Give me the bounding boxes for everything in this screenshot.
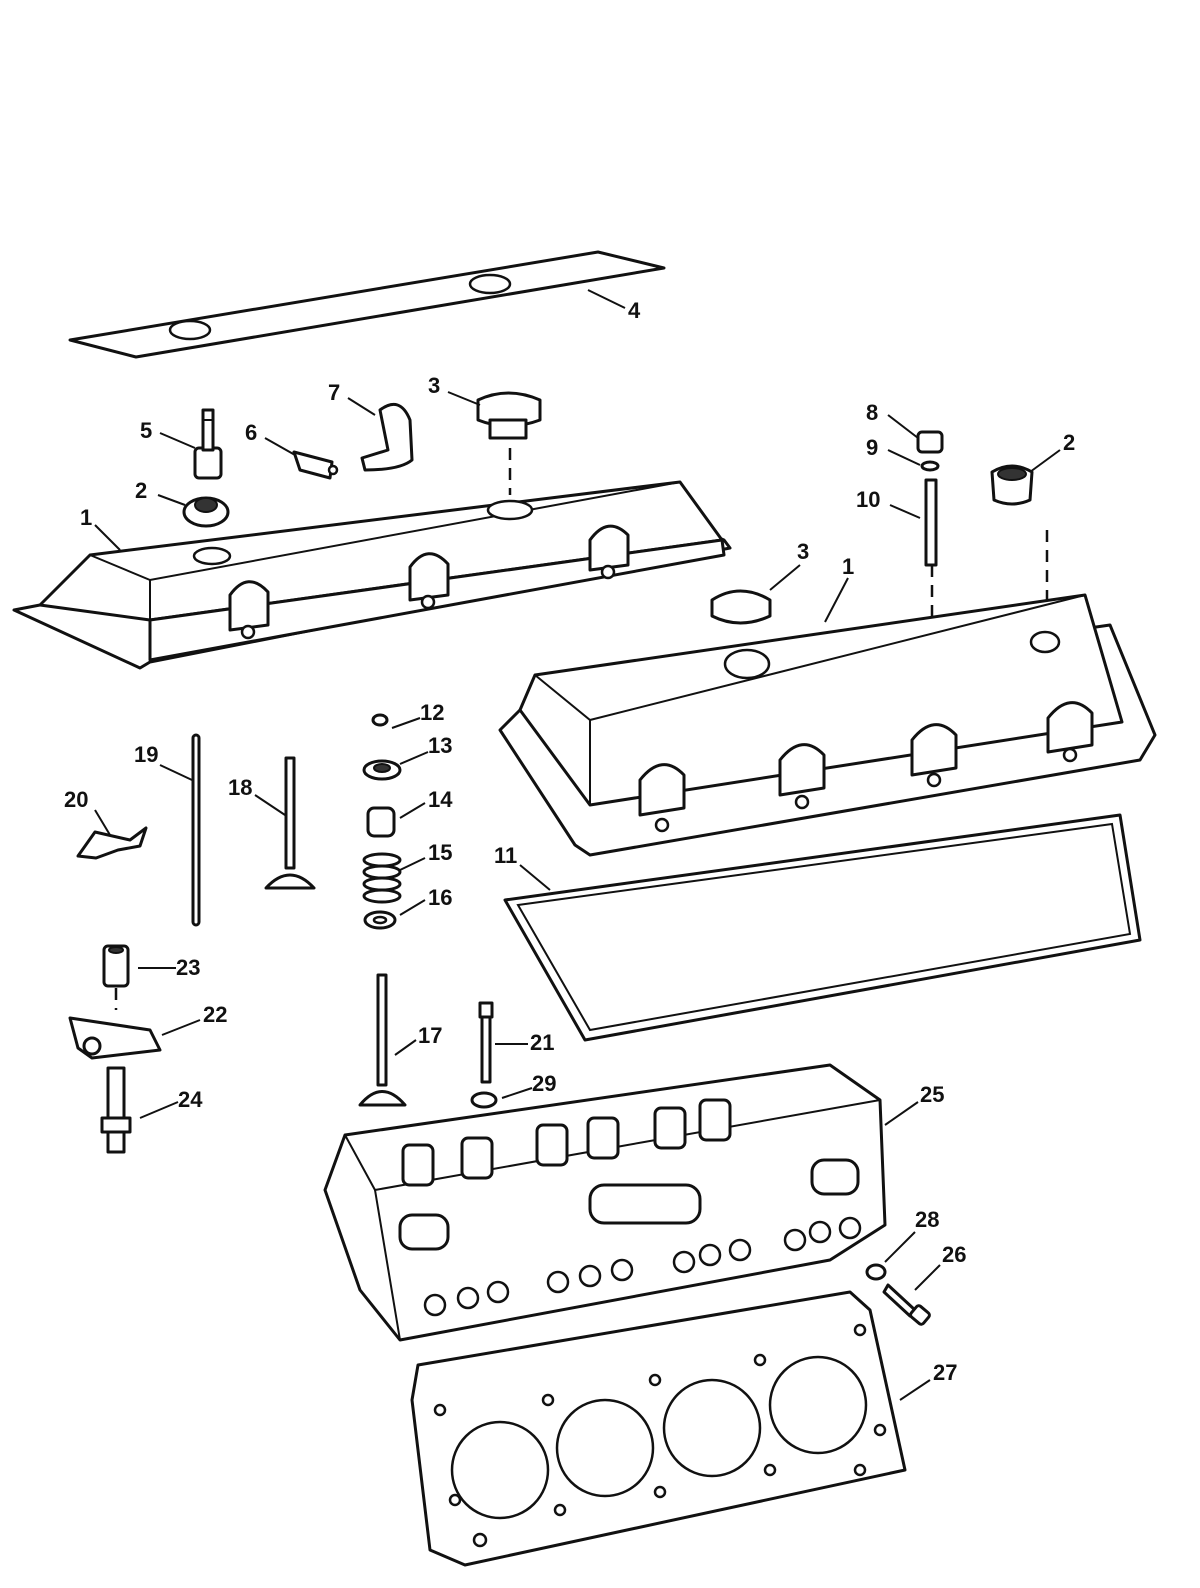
part-13-retainer [362,759,402,781]
callout-19: 19 [134,742,158,767]
part-22-rocker-arm [68,1016,162,1060]
part-4-gasket-strip [68,250,666,359]
part-2-grommet-right [990,464,1034,506]
valve-spring-stack [401,1098,732,1187]
part-28-washer [865,1263,887,1281]
part-21-head-bolt [478,1001,494,1084]
part-6-clip [292,450,339,480]
callout-1-left: 1 [80,505,92,530]
part-24-rocker-stud [100,1066,132,1154]
part-9-washer [920,460,940,472]
callout-13: 13 [428,733,452,758]
part-8-nut [916,430,944,454]
part-15-valve-spring [362,852,402,904]
part-14-seal [366,806,396,838]
callout-8: 8 [866,400,878,425]
part-16-spring-shim [363,910,397,930]
part-29-washer [470,1091,498,1109]
callout-20: 20 [64,787,88,812]
part-3-oil-cap-top [476,391,542,440]
callout-10: 10 [856,487,880,512]
part-1-valve-cover-right [498,593,1157,857]
part-17-valve [358,973,407,1107]
callout-5: 5 [140,418,152,443]
callout-3-upper: 3 [428,373,440,398]
callout-23: 23 [176,955,200,980]
callout-21: 21 [530,1030,554,1055]
callout-29: 29 [532,1071,556,1096]
callout-16: 16 [428,885,452,910]
part-20-guide-plate [76,826,148,860]
callout-15: 15 [428,840,452,865]
part-5-pcv-valve [193,408,223,480]
callout-7: 7 [328,380,340,405]
part-27-head-gasket [410,1290,907,1567]
part-11-valve-cover-gasket [503,813,1142,1042]
part-25-cylinder-head [323,1063,887,1342]
callout-14: 14 [428,787,453,812]
part-12-keepers [371,713,389,727]
callout-9: 9 [866,435,878,460]
part-3-oil-cap-lower [710,589,772,625]
callout-6: 6 [245,420,257,445]
callout-27: 27 [933,1360,957,1385]
callout-4: 4 [628,298,641,323]
callout-17: 17 [418,1023,442,1048]
callout-28: 28 [915,1207,939,1232]
part-1-valve-cover-left [12,480,732,670]
leader-lines [94,289,1061,1401]
callout-26: 26 [942,1242,966,1267]
callout-2-right: 2 [1063,430,1075,455]
part-19-pushrod [191,733,201,927]
callout-1-right: 1 [842,554,854,579]
callout-25: 25 [920,1082,944,1107]
callout-12: 12 [420,700,444,725]
callout-11: 11 [494,843,517,868]
callout-24: 24 [178,1087,203,1112]
callout-2-left: 2 [135,478,147,503]
part-7-bracket [360,402,414,472]
callout-22: 22 [203,1002,227,1027]
part-23-pivot-ball [102,944,130,988]
part-10-stud [924,478,938,567]
callouts: 4 3 7 6 5 2 1 8 9 10 2 3 1 12 13 14 15 1… [64,298,1075,1385]
callout-18: 18 [228,775,252,800]
callout-3-lower: 3 [797,539,809,564]
part-2-grommet-left [182,496,230,528]
part-26-bolt [882,1283,931,1326]
part-18-valve [264,756,316,890]
